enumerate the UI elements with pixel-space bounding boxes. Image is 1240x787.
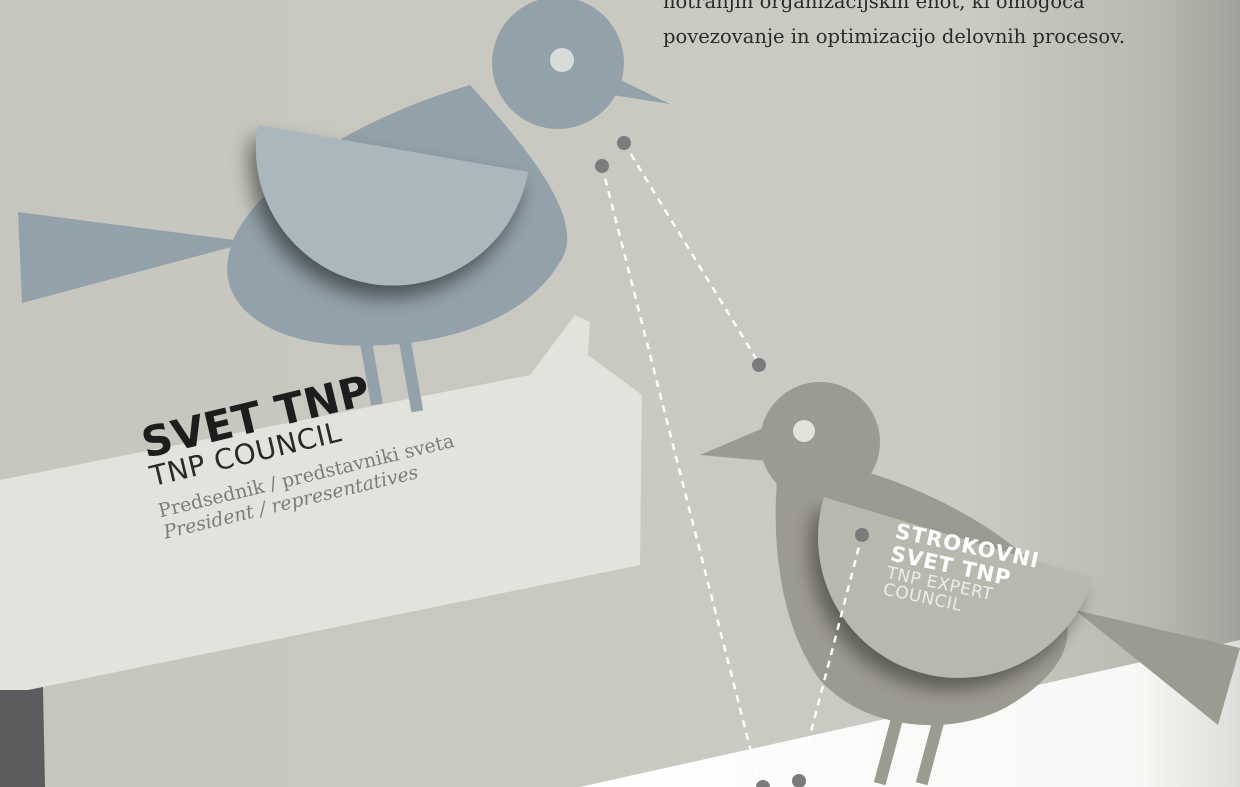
- connector-line: [622, 142, 762, 366]
- connector-dot: [595, 159, 609, 173]
- intro-line-2: povezovanje in optimizacijo delovnih pro…: [663, 25, 1126, 48]
- connector-dot: [756, 780, 770, 787]
- connector-dots: [595, 136, 869, 787]
- branch: [0, 315, 642, 690]
- connector-dot: [752, 358, 766, 372]
- lower-bird: [700, 382, 1240, 786]
- intro-paragraph: notranjih organizacijskih enot, ki omogo…: [663, 0, 1233, 54]
- upper-bird: [18, 0, 670, 413]
- upper-bird-wing: [255, 125, 528, 286]
- connectors: [600, 142, 864, 787]
- upper-bird-eye: [550, 48, 574, 72]
- lower-bird-wing: [818, 497, 1093, 678]
- connector-dot: [792, 774, 806, 787]
- connector-line: [600, 165, 762, 787]
- intro-line-1: notranjih organizacijskih enot, ki omogo…: [663, 0, 1085, 13]
- connector-line: [796, 534, 864, 783]
- connector-dot: [855, 528, 869, 542]
- connector-dot: [617, 136, 631, 150]
- lower-bird-eye: [793, 420, 815, 442]
